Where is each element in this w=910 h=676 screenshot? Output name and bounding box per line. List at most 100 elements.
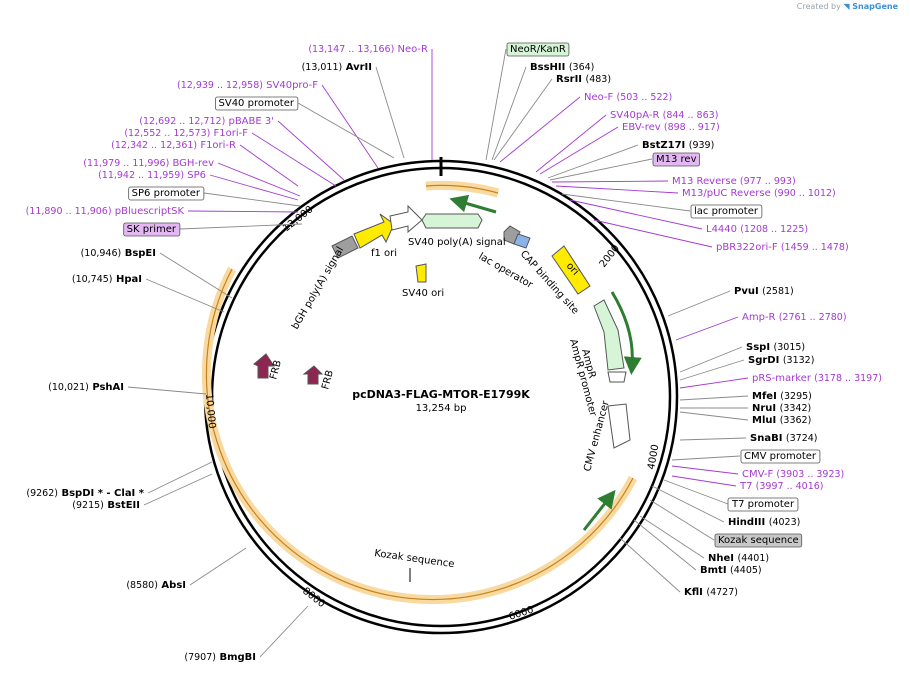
- right-leader-line: [679, 411, 749, 421]
- right-leader-line: [671, 465, 739, 475]
- feature-label-l4440[interactable]: L4440 (1208 .. 1225): [706, 224, 808, 235]
- feature-label-m13-puc-reverse[interactable]: M13/pUC Reverse (990 .. 1012): [682, 188, 836, 199]
- right-leader-line: [633, 519, 697, 571]
- left-leader-line: [159, 252, 233, 299]
- right-leader-line: [561, 193, 691, 212]
- snapgene-logo: ◥ SnapGene: [843, 2, 898, 11]
- feature-label-bsshii[interactable]: BssHII (364): [530, 62, 594, 73]
- right-leader-line: [593, 219, 713, 248]
- feature-label-m13-reverse[interactable]: M13 Reverse (977 .. 993): [672, 176, 796, 187]
- left-label-group: (13,147 .. 13,166) Neo-R (13,011) AvrII (1…: [26, 44, 433, 663]
- feature-label-pbabe-3-[interactable]: (12,692 .. 12,712) pBABE 3': [139, 116, 274, 127]
- left-leader-line: [321, 84, 379, 169]
- feature-label-nrui[interactable]: NruI (3342): [752, 403, 811, 414]
- feature-label-sv40pa-r[interactable]: SV40pA-R (844 .. 863): [610, 110, 718, 121]
- left-leader-line: [277, 120, 345, 181]
- feature-label-bspei[interactable]: (10,946) BspEI: [81, 248, 156, 259]
- right-leader-line: [667, 290, 731, 317]
- feature-label-kozak-sequence[interactable]: Kozak sequence: [718, 535, 799, 546]
- right-leader-line: [551, 180, 669, 183]
- feature-label-bstz17i[interactable]: BstZ17I (939): [642, 140, 714, 151]
- feature-label-ebv-rev[interactable]: EBV-rev (898 .. 917): [622, 122, 720, 133]
- right-leader-line: [549, 158, 653, 181]
- right-leader-line: [663, 479, 729, 505]
- left-leader-line: [145, 278, 225, 313]
- bgh-polya-label: bGH poly(A) signal: [290, 245, 346, 331]
- left-leader-line: [251, 132, 337, 187]
- right-leader-line: [679, 395, 749, 401]
- feature-label-t7[interactable]: T7 (3997 .. 4016): [739, 481, 824, 492]
- right-leader-line: [675, 316, 739, 341]
- feature-label-hindiii[interactable]: HindIII (4023): [728, 517, 800, 528]
- feature-label-bmgbi[interactable]: (7907) BmgBI: [184, 652, 256, 663]
- feature-label-f1ori-r[interactable]: (12,342 .. 12,361) F1ori-R: [111, 140, 236, 151]
- feature-label-bmti[interactable]: BmtI (4405): [700, 565, 762, 576]
- neor-line: [425, 184, 499, 194]
- left-leader-line: [189, 547, 247, 586]
- feature-label-mlui[interactable]: MluI (3362): [752, 415, 811, 426]
- tick-2000: 2000: [598, 243, 622, 270]
- right-leader-line: [679, 346, 743, 373]
- right-leader-line: [679, 359, 745, 381]
- tick-4000: 4000: [646, 444, 661, 471]
- feature-label-bsteii[interactable]: (9215) BstEII: [72, 500, 140, 511]
- mtor-cds-line: [205, 268, 634, 601]
- feature-label-absi[interactable]: (8580) AbsI: [126, 580, 186, 591]
- feature-label-sspi[interactable]: SspI (3015): [746, 342, 805, 353]
- feature-label-neo-r[interactable]: (13,147 .. 13,166) Neo-R: [308, 44, 428, 55]
- feature-label-bspdi-clai-[interactable]: (9262) BspDI * - ClaI *: [26, 488, 144, 499]
- sv40-ori-label: SV40 ori: [402, 288, 444, 299]
- feature-label-m13-rev[interactable]: M13 rev: [656, 154, 697, 165]
- right-leader-line: [619, 537, 681, 593]
- feature-label-pbr322ori-f[interactable]: pBR322ori-F (1459 .. 1478): [716, 242, 849, 253]
- left-leader-line: [209, 174, 299, 201]
- feature-label-sk-primer[interactable]: SK primer: [127, 224, 177, 235]
- frb-feature-2: [302, 365, 324, 385]
- feature-label-pvui[interactable]: PvuI (2581): [734, 286, 794, 297]
- feature-label-pbluescriptsk[interactable]: (11,890 .. 11,906) pBluescriptSK: [26, 206, 185, 217]
- label-box: [740, 449, 821, 464]
- feature-label-f1ori-f[interactable]: (12,552 .. 12,573) F1ori-F: [124, 128, 248, 139]
- feature-label-amp-r[interactable]: Amp-R (2761 .. 2780): [742, 312, 847, 323]
- feature-label-snabi[interactable]: SnaBI (3724): [750, 433, 818, 444]
- right-leader-line: [555, 185, 679, 194]
- feature-label-prs-marker[interactable]: pRS-marker (3178 .. 3197): [752, 373, 882, 384]
- feature-label-sp6-promoter[interactable]: SP6 promoter: [132, 188, 201, 199]
- right-leader-line: [671, 455, 741, 461]
- right-leader-line: [569, 199, 703, 230]
- feature-label-bgh-rev[interactable]: (11,979 .. 11,996) BGH-rev: [83, 158, 214, 169]
- feature-label-rsrii[interactable]: RsrII (483): [556, 74, 611, 85]
- label-box: [652, 152, 700, 167]
- right-leader-line: [547, 144, 639, 179]
- feature-label-t7-promoter[interactable]: T7 promoter: [731, 499, 795, 510]
- feature-label-sv40-promoter[interactable]: SV40 promoter: [219, 98, 295, 109]
- feature-label-sgrdi[interactable]: SgrDI (3132): [748, 355, 814, 366]
- right-leader-line: [649, 499, 715, 541]
- feature-label-neo-f[interactable]: Neo-F (503 .. 522): [584, 92, 672, 103]
- ampr-feature: [593, 299, 625, 371]
- feature-label-cmv-f[interactable]: CMV-F (3903 .. 3923): [742, 469, 844, 480]
- right-label-group: NeoR/KanR BssHII (364)RsrII (483) Neo-F (5…: [485, 42, 882, 598]
- feature-label-kfli[interactable]: KflI (4727): [684, 587, 738, 598]
- right-leader-line: [539, 126, 619, 175]
- left-leader-line: [187, 210, 299, 213]
- right-leader-line: [671, 475, 737, 487]
- feature-label-lac-promoter[interactable]: lac promoter: [694, 206, 759, 217]
- label-box: [727, 497, 799, 512]
- feature-label-neor-kanr[interactable]: NeoR/KanR: [510, 44, 566, 55]
- feature-label-mfei[interactable]: MfeI (3295): [752, 391, 812, 402]
- feature-label-pshai[interactable]: (10,021) PshAI: [48, 382, 124, 393]
- feature-label-hpai[interactable]: (10,745) HpaI: [72, 274, 142, 285]
- left-leader-line: [147, 461, 213, 494]
- feature-label-sp6[interactable]: (11,942 .. 11,959) SP6: [98, 170, 206, 181]
- left-leader-line: [127, 386, 207, 395]
- f1-ori-label: f1 ori: [371, 248, 397, 259]
- feature-label-cmv-promoter[interactable]: CMV promoter: [744, 451, 817, 462]
- bgh-polya-feature: [331, 235, 359, 259]
- feature-label-sv40pro-f[interactable]: (12,939 .. 12,958) SV40pro-F: [177, 80, 318, 91]
- feature-label-nhei[interactable]: NheI (4401): [708, 553, 769, 564]
- feature-label-avrii[interactable]: (13,011) AvrII: [302, 62, 372, 73]
- right-leader-line: [485, 48, 507, 161]
- kozak-inner-label: Kozak sequence: [374, 548, 455, 570]
